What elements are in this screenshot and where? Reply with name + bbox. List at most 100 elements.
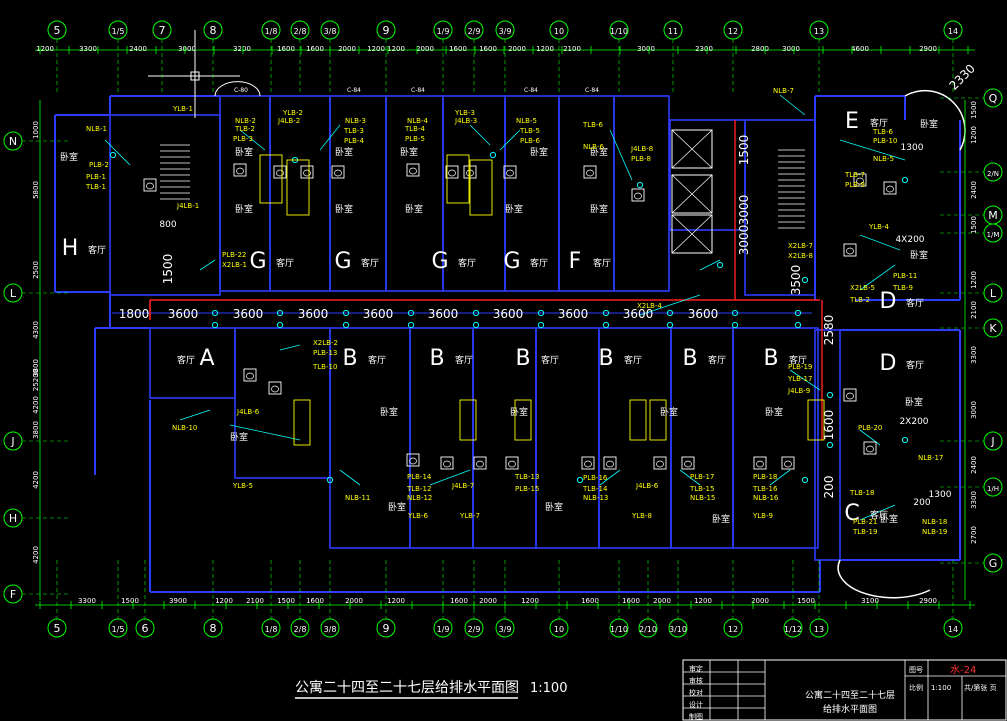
axis-label-bottom: 12 xyxy=(728,625,738,634)
living-room-label: 客厅 xyxy=(906,297,924,309)
bedroom-label: 卧室 xyxy=(660,406,678,418)
unit-letter: D xyxy=(880,289,897,314)
pipe-label: PLB-19 xyxy=(788,363,812,371)
misc-dim: 2580 xyxy=(822,315,836,346)
pipe-label: NLB-1 xyxy=(86,125,107,133)
axis-label-bottom: 1/12 xyxy=(784,625,802,634)
fixture-bowl xyxy=(584,460,592,468)
pipe-label: NLB-16 xyxy=(753,494,779,502)
sanitary-fixture xyxy=(243,368,257,382)
title-block-frame xyxy=(682,659,1007,721)
pipe-label: TLB-1 xyxy=(85,183,106,191)
sanitary-fixture xyxy=(273,165,287,179)
sanitary-fixture xyxy=(505,456,519,470)
corridor-dim: 3600 xyxy=(363,307,394,321)
pipe-leader xyxy=(859,429,881,446)
bedroom-label: 卧室 xyxy=(235,203,253,215)
pipe-label: YLB-3 xyxy=(454,109,475,117)
pipe-label: J4LB-2 xyxy=(277,117,300,125)
pipe-label: PLB-4 xyxy=(344,137,364,145)
fixture-bowl xyxy=(271,385,279,393)
pipe-label: NLB-12 xyxy=(407,494,432,502)
pipe-label: X2LB-2 xyxy=(313,339,338,347)
axis-label-right: J xyxy=(990,435,994,448)
sanitary-fixture xyxy=(300,165,314,179)
pipe-leader xyxy=(239,129,266,151)
pipe-label: YLB-2 xyxy=(282,109,303,117)
fixture-bowl xyxy=(443,460,451,468)
title-block-row-label: 设计 xyxy=(689,700,703,709)
axis-label-top: 1/10 xyxy=(610,27,628,36)
fixture-bowl xyxy=(634,192,642,200)
bedroom-label: 卧室 xyxy=(712,513,730,525)
bedroom-label: 卧室 xyxy=(545,501,563,513)
axis-label-top: 9 xyxy=(383,24,390,37)
fixture-bowl xyxy=(246,372,254,380)
pipe-label: PLB-11 xyxy=(893,272,917,280)
sanitary-fixture xyxy=(853,173,867,187)
axis-label-top: 5 xyxy=(54,24,61,37)
pipe-riser xyxy=(826,391,834,399)
pipe-label: PLB-14 xyxy=(407,473,432,481)
pipe-riser xyxy=(576,476,584,484)
pipe-label: PLB-13 xyxy=(313,349,337,357)
pipe-label: J4LB-8 xyxy=(630,145,653,153)
dim-text-left: 3800 xyxy=(32,359,40,377)
pipe-leader xyxy=(839,139,906,161)
corridor-dim: 3600 xyxy=(298,307,329,321)
pipe-riser xyxy=(901,176,909,184)
pipe-label: PLB-6 xyxy=(520,137,540,145)
pipe-riser xyxy=(666,309,674,317)
bedroom-label: 卧室 xyxy=(590,146,608,158)
pipe-label: TLB-16 xyxy=(752,485,778,493)
dim-text-bottom: 1200 xyxy=(387,597,405,605)
pipe-label: TLB-4 xyxy=(404,125,426,133)
bedroom-label: 卧室 xyxy=(380,406,398,418)
pipe-riser xyxy=(636,181,644,189)
pipe-label: NLB-18 xyxy=(922,518,947,526)
pipe-label: J4LB-7 xyxy=(451,482,474,490)
pipe-leader xyxy=(859,234,901,251)
pipe-riser xyxy=(472,321,480,329)
living-room-label: 客厅 xyxy=(530,257,548,269)
axis-label-top: 1/9 xyxy=(437,27,450,36)
misc-dim: 1500 xyxy=(737,135,751,166)
fixture-bowl xyxy=(656,460,664,468)
pipe-label: TLB-7 xyxy=(844,171,865,179)
dim-text-bottom: 1200 xyxy=(521,597,539,605)
pipe-label: NLB-5 xyxy=(516,117,537,125)
fixture-bowl xyxy=(586,169,594,177)
dim-text-top: 3200 xyxy=(233,45,251,53)
pipe-label: TLB-18 xyxy=(849,489,874,497)
pipe-leader xyxy=(339,469,361,486)
pipe-riser xyxy=(276,309,284,317)
pipe-riser xyxy=(489,151,497,159)
unit-letter: B xyxy=(515,346,530,371)
sanitary-fixture xyxy=(445,165,459,179)
fixture-bowl xyxy=(409,457,417,465)
dim-text-right: 2700 xyxy=(970,526,978,544)
axis-label-right: Q xyxy=(989,92,998,105)
dim-text-right: 1500 xyxy=(970,101,978,119)
pipe-riser xyxy=(109,151,117,159)
living-room-label: 客厅 xyxy=(906,359,924,371)
dim-text-right: 2400 xyxy=(970,456,978,474)
living-room-label: 客厅 xyxy=(177,354,195,366)
drawing-name-line2: 给排水平面图 xyxy=(823,703,877,715)
misc-dim: 1300 xyxy=(929,490,952,500)
corridor-dim: 3600 xyxy=(558,307,589,321)
pipe-leader xyxy=(469,124,491,146)
misc-dim: 800 xyxy=(159,220,176,230)
unit-letter: G xyxy=(431,249,448,274)
dim-text-right: 3300 xyxy=(970,491,978,509)
axis-label-bottom: 1/10 xyxy=(610,625,628,634)
dim-text-top: 4600 xyxy=(851,45,869,53)
dim-text-right: 2100 xyxy=(970,301,978,319)
sanitary-fixture xyxy=(440,456,454,470)
dim-text-top: 2900 xyxy=(919,45,937,53)
pipe-label: PLB-3 xyxy=(233,135,253,143)
